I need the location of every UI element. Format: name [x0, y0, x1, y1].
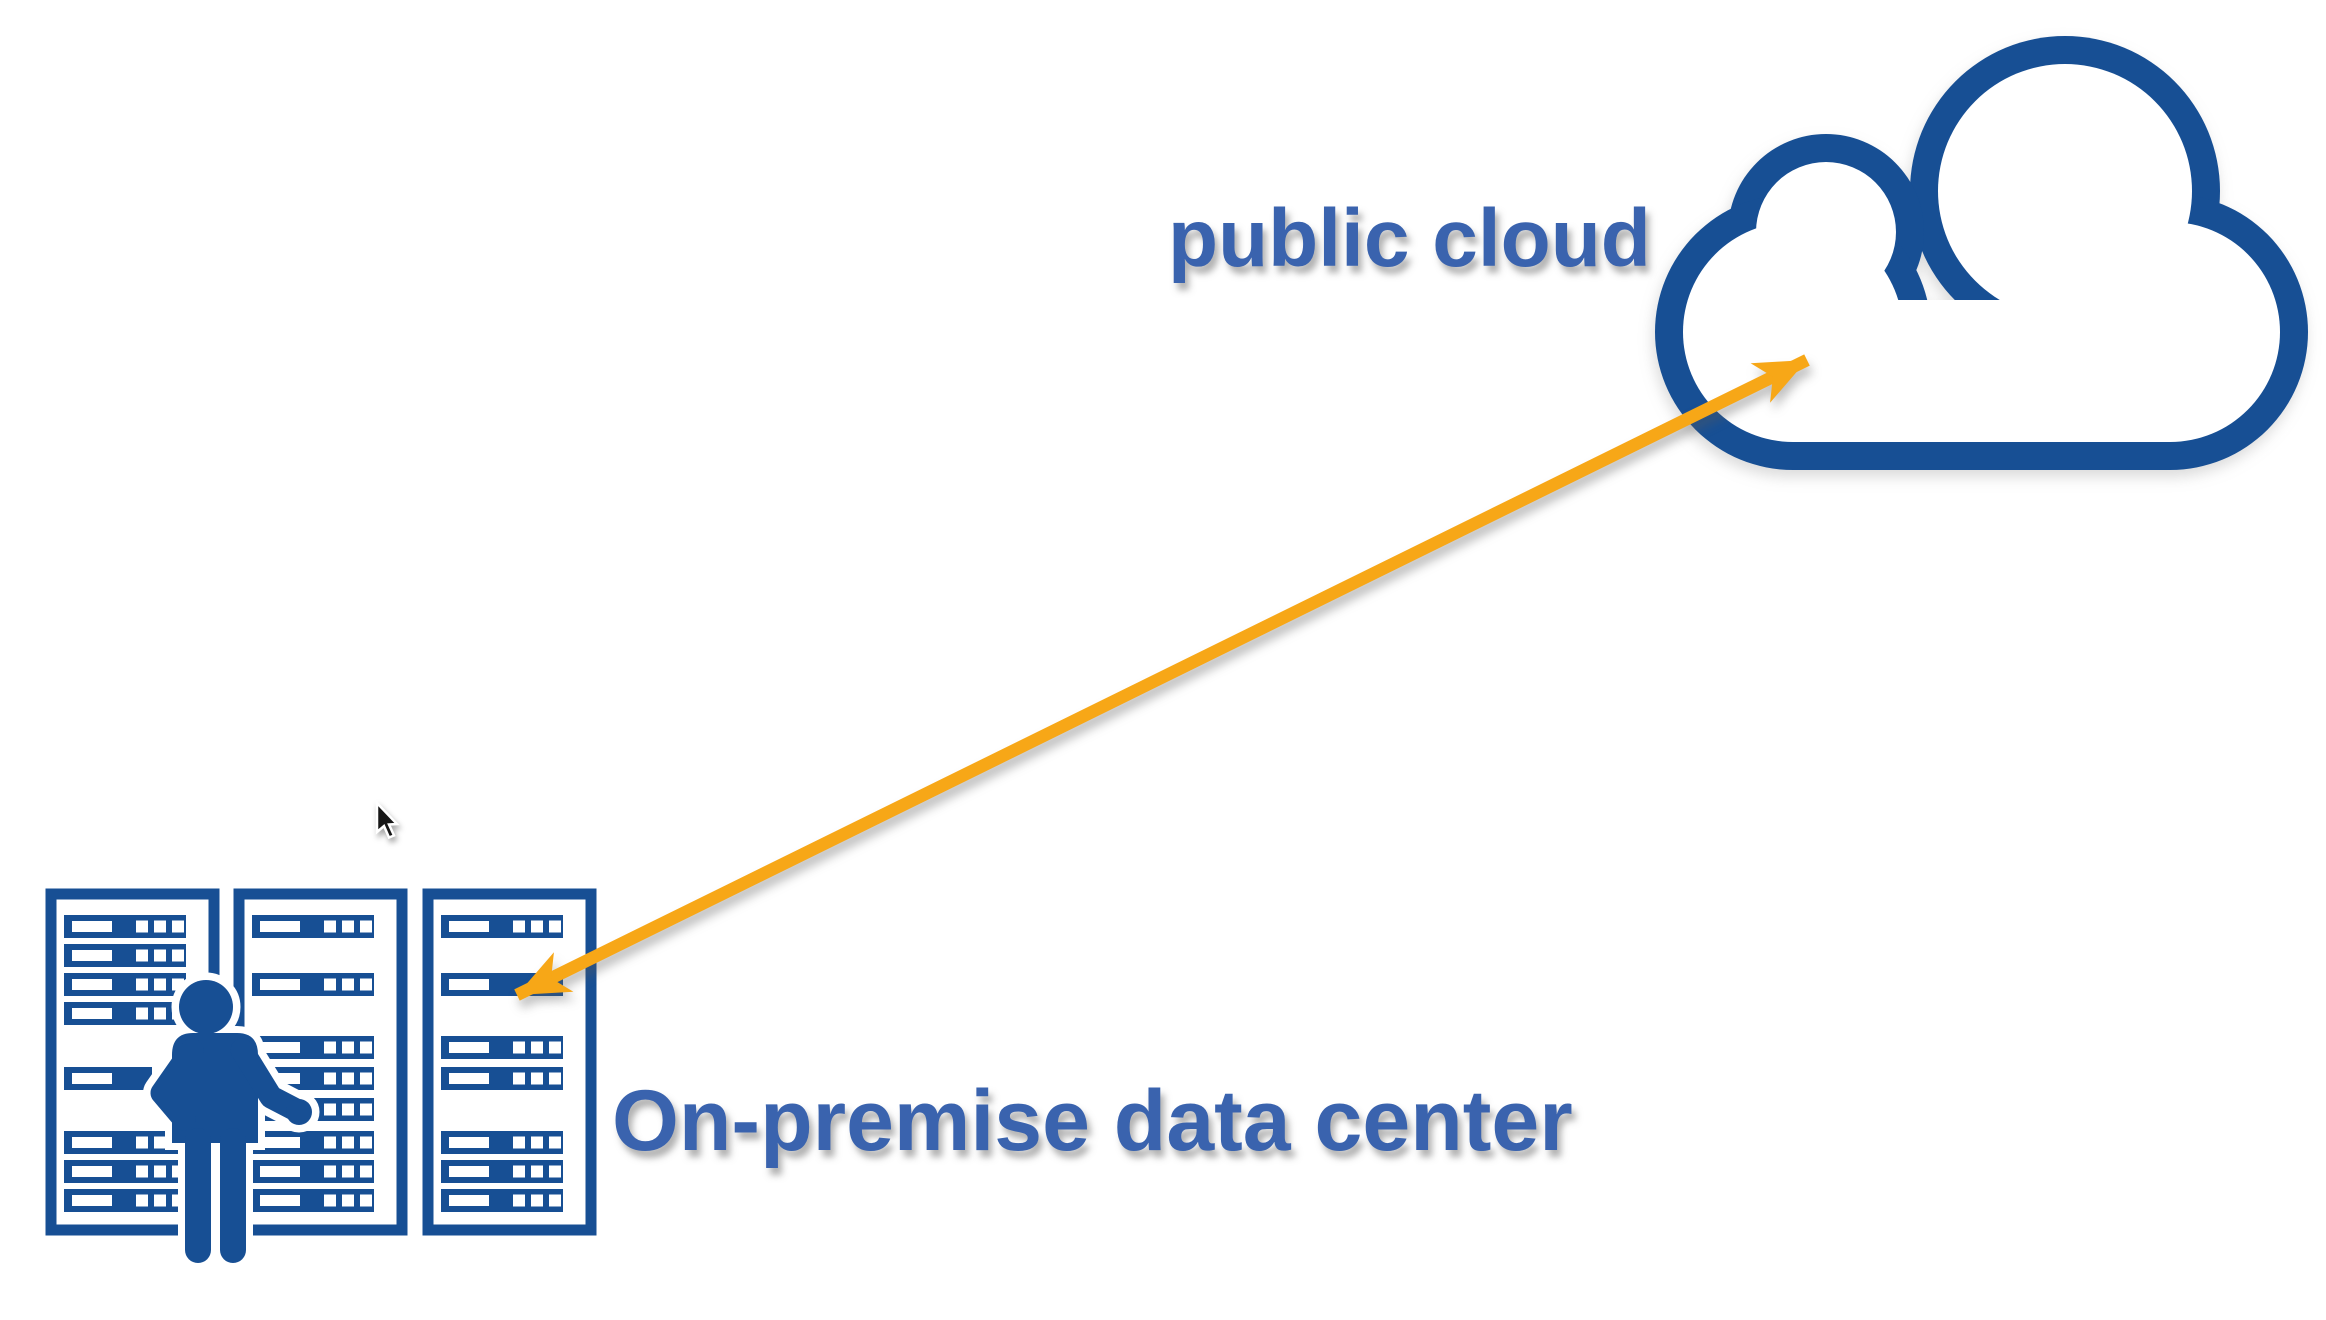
double-arrow-connector — [514, 354, 1810, 1001]
person-right-hand — [286, 1099, 312, 1125]
person-head — [179, 980, 233, 1034]
on-premise-label: On-premise data center — [612, 1073, 1573, 1169]
person-left-arm — [150, 1038, 204, 1131]
cloud-icon — [1655, 36, 2308, 470]
connector-line — [514, 354, 1810, 1001]
server-rack-right — [422, 888, 597, 1236]
person-icon — [143, 972, 320, 1270]
server-racks-icon — [45, 888, 597, 1270]
public-cloud-label: public cloud — [1168, 193, 1651, 284]
mouse-pointer-icon — [375, 799, 400, 840]
